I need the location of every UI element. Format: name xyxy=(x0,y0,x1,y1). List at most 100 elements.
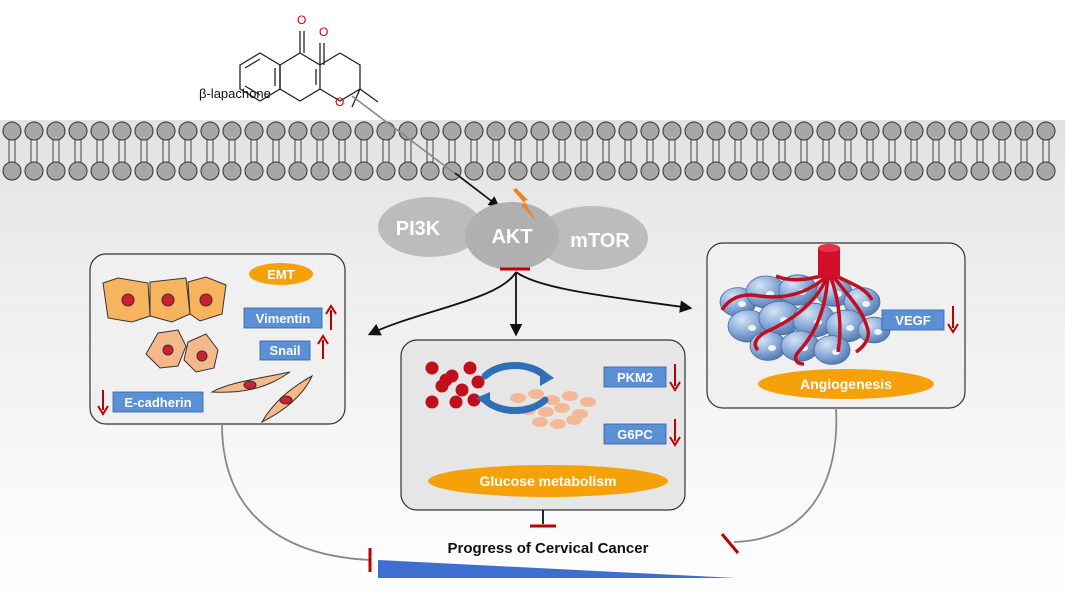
emt-title: EMT xyxy=(267,267,295,282)
lipid-head xyxy=(244,121,264,141)
lipid-head xyxy=(816,161,836,181)
lipid-head xyxy=(244,161,264,181)
tumor-cell-nucleus xyxy=(738,301,746,307)
lipid-head xyxy=(596,121,616,141)
lipid-head xyxy=(310,121,330,141)
lipid-head xyxy=(486,161,506,181)
lipid-head xyxy=(376,121,396,141)
lipid-head xyxy=(926,161,946,181)
lipid-head xyxy=(266,161,286,181)
tumor-cell-nucleus xyxy=(768,345,776,351)
g6pc-label: G6PC xyxy=(617,427,653,442)
metabolic-cycle-icon xyxy=(476,362,554,414)
lipid-head xyxy=(332,161,352,181)
lipid-head xyxy=(376,161,396,181)
drug-entry-arrow xyxy=(454,172,500,208)
pkm2-box xyxy=(603,366,667,388)
lipid-head xyxy=(464,161,484,181)
pkm2-down-arrow xyxy=(669,364,681,392)
lipid-head xyxy=(772,161,792,181)
tumor-cell-nucleus xyxy=(874,329,882,335)
glucose-title: Glucose metabolism xyxy=(480,473,617,489)
arrow-to-emt xyxy=(367,271,517,336)
pkm2-label: PKM2 xyxy=(617,370,653,385)
epithelial-cells xyxy=(102,276,227,323)
glucose-molecule xyxy=(425,361,439,375)
lipid-head xyxy=(46,161,66,181)
lipid-head xyxy=(838,121,858,141)
vessel-trunk xyxy=(818,244,840,278)
akt-label: AKT xyxy=(491,226,532,248)
lipid-head xyxy=(640,121,660,141)
lipid-head xyxy=(354,121,374,141)
lipid-head xyxy=(332,121,352,141)
lipid-head xyxy=(222,161,242,181)
lipid-head xyxy=(266,121,286,141)
vimentin-box xyxy=(243,307,323,329)
lipid-head xyxy=(970,121,990,141)
emt-to-outcome-line xyxy=(221,423,371,561)
lipid-head xyxy=(486,121,506,141)
cell-membrane xyxy=(2,121,1056,181)
lipid-head xyxy=(904,161,924,181)
angiogenesis-title: Angiogenesis xyxy=(800,376,892,392)
pi3k-label: PI3K xyxy=(396,218,441,240)
glucose-molecule xyxy=(463,361,477,375)
snail-label: Snail xyxy=(269,343,300,358)
metabolite-molecule xyxy=(528,389,544,399)
lipid-head xyxy=(794,121,814,141)
lipid-head xyxy=(90,121,110,141)
lipid-head xyxy=(200,161,220,181)
mtor-label: mTOR xyxy=(570,230,630,252)
arrow-to-angiogenesis xyxy=(515,271,693,313)
tumor-cell xyxy=(813,335,851,365)
lipid-head xyxy=(596,161,616,181)
lipid-head xyxy=(442,121,462,141)
progress-wedge xyxy=(378,560,736,578)
lipid-head xyxy=(68,121,88,141)
lipid-head xyxy=(882,161,902,181)
lipid-head xyxy=(948,121,968,141)
emt-pill xyxy=(249,263,313,285)
lipid-head xyxy=(860,121,880,141)
lipid-head xyxy=(464,121,484,141)
glucose-pill xyxy=(428,465,668,497)
lipid-head xyxy=(904,121,924,141)
blood-vessels xyxy=(720,273,874,366)
lipid-head xyxy=(222,121,242,141)
lipid-head xyxy=(574,121,594,141)
ring-oxygen: O xyxy=(335,95,344,109)
e-cadherin-box xyxy=(112,391,204,413)
lipid-head xyxy=(420,161,440,181)
vimentin-up-arrow xyxy=(325,304,337,330)
lipid-head xyxy=(2,121,22,141)
lipid-head xyxy=(640,161,660,181)
lipid-head xyxy=(530,161,550,181)
lipid-head xyxy=(618,121,638,141)
metabolite-molecule xyxy=(554,403,570,413)
lipid-head xyxy=(552,161,572,181)
lipid-head xyxy=(970,161,990,181)
tumor-cell xyxy=(780,330,820,362)
lipid-head xyxy=(134,161,154,181)
lipid-head xyxy=(1014,121,1034,141)
lightning-bolt-icon xyxy=(513,188,536,221)
snail-up-arrow xyxy=(317,334,329,359)
metabolite-molecule xyxy=(580,397,596,407)
extracellular-space xyxy=(0,0,1065,120)
glucose-molecule xyxy=(425,395,439,409)
lipid-head xyxy=(178,121,198,141)
lipid-head xyxy=(1036,121,1056,141)
metabolite-molecule xyxy=(532,417,548,427)
vegf-box xyxy=(881,309,945,331)
lipid-head xyxy=(1036,161,1056,181)
beta-lapachone-structure xyxy=(239,31,379,108)
lipid-head xyxy=(706,161,726,181)
lipid-head xyxy=(772,121,792,141)
lipid-head xyxy=(112,121,132,141)
lipid-head xyxy=(156,161,176,181)
lipid-head xyxy=(684,121,704,141)
lipid-head xyxy=(552,121,572,141)
